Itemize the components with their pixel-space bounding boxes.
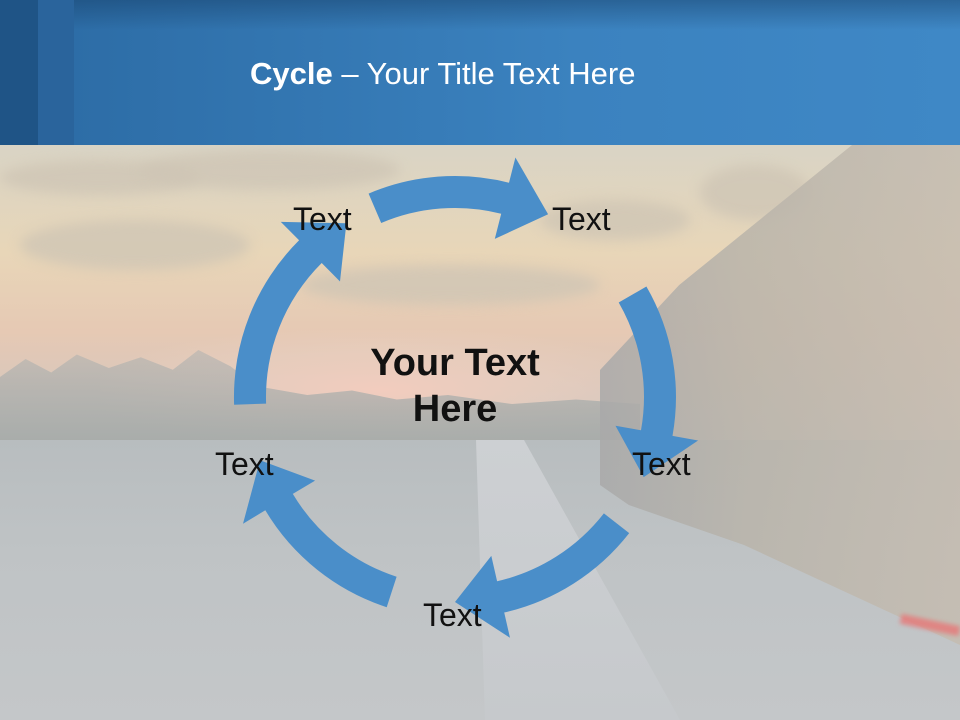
center-text-line1: Your Text bbox=[370, 342, 540, 384]
cloud bbox=[300, 265, 600, 305]
node-label-5[interactable]: Text bbox=[215, 446, 274, 482]
node-label-2[interactable]: Text bbox=[552, 201, 611, 237]
title-bold-part: Cycle bbox=[250, 56, 333, 91]
node-label-4[interactable]: Text bbox=[423, 597, 482, 633]
cycle-arrow-4[interactable] bbox=[243, 460, 397, 608]
cycle-arrow-2[interactable] bbox=[615, 286, 699, 478]
title-regular-part: – Your Title Text Here bbox=[332, 56, 636, 91]
cycle-arrow-5[interactable] bbox=[233, 221, 347, 405]
header-bar bbox=[0, 0, 960, 145]
header-accent-block bbox=[0, 0, 38, 145]
slide-title[interactable]: Cycle – Your Title Text Here bbox=[250, 56, 635, 92]
node-label-1[interactable]: Text bbox=[293, 201, 352, 237]
cloud bbox=[540, 200, 690, 240]
cycle-arrows bbox=[233, 157, 699, 638]
cloud bbox=[20, 220, 250, 270]
header-shadow bbox=[74, 0, 960, 30]
header-accent-block bbox=[38, 0, 74, 145]
center-text-line2: Here bbox=[412, 388, 498, 430]
cloud bbox=[140, 150, 400, 190]
center-text[interactable]: Your Text Here bbox=[330, 340, 580, 432]
cycle-arrow-1[interactable] bbox=[368, 157, 549, 239]
cycle-arrow-3[interactable] bbox=[455, 513, 630, 638]
node-label-3[interactable]: Text bbox=[632, 446, 691, 482]
